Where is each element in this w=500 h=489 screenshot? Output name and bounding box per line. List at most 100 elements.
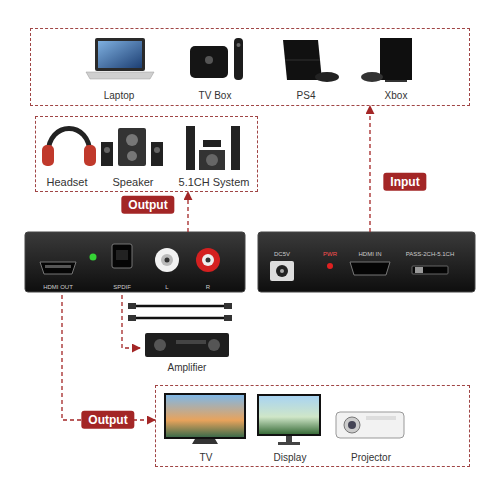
xbox-icon-part: [380, 38, 412, 80]
device-label: DC5V: [274, 251, 290, 258]
surround-system-icon-part: [206, 154, 218, 166]
label-slot: PASS-2CH-5.1CH: [406, 242, 455, 260]
ps4-icon-part: [285, 60, 320, 61]
speaker-icon-part: [151, 142, 163, 166]
converter-output-side-part: [112, 244, 132, 268]
source-group: Laptop TV Box PS4 Xbox: [30, 28, 470, 106]
projector-icon-part: [348, 421, 356, 429]
headset-icon-part: [48, 129, 90, 155]
converter-output-side-part: [45, 265, 71, 268]
edge-tag: Output: [81, 411, 134, 429]
speaker-icon-part: [127, 151, 137, 161]
optical-cable-part: [224, 315, 232, 321]
label-slot: TV: [200, 447, 213, 465]
device-label: HDMI IN: [359, 251, 382, 258]
headset-icon: [42, 129, 96, 167]
converter-output-side-part: [202, 254, 214, 266]
projector-icon-part: [344, 417, 360, 433]
projector-icon-part: [366, 416, 396, 420]
device-label: 5.1CH System: [179, 176, 250, 189]
device-label: L: [165, 284, 168, 291]
tv-box-icon-part: [205, 56, 213, 64]
label-slot: HDMI IN: [359, 242, 382, 260]
surround-system-icon-part: [203, 140, 221, 147]
optical-cable-part: [128, 303, 136, 309]
device-label: TV Box: [199, 90, 232, 102]
speaker-icon-part: [126, 134, 138, 146]
optical-cable-part: [134, 317, 226, 320]
projector-icon: [336, 412, 404, 438]
label-slot: HDMI OUT: [43, 275, 73, 293]
signal-connector: [62, 295, 155, 420]
device-label: PASS-2CH-5.1CH: [406, 251, 455, 258]
speaker-icon-part: [118, 128, 146, 166]
amplifier-icon: [145, 333, 229, 357]
surround-system-icon: [186, 126, 240, 170]
device-label: HDMI OUT: [43, 284, 73, 291]
display-icon-part: [257, 394, 321, 436]
tv-icon-part: [164, 393, 246, 439]
device-label: Laptop: [104, 90, 135, 102]
signal-connector: [122, 295, 140, 348]
ps4-icon-part: [315, 72, 339, 82]
display-icon-part: [286, 436, 292, 442]
device-label: PS4: [297, 90, 316, 102]
converter-input-side-part: [280, 269, 284, 273]
headset-icon-part: [42, 145, 54, 166]
label-slot: Speaker: [113, 172, 154, 190]
converter-input-side-part: [270, 261, 294, 281]
ps4-icon: [283, 40, 339, 82]
amplifier-icon-part: [176, 340, 206, 344]
converter-output-side-part: [90, 254, 97, 261]
edge-tag: Output: [121, 196, 174, 214]
ps4-icon-part: [283, 40, 322, 80]
tv-box-icon-part: [237, 43, 241, 47]
surround-system-icon-part: [199, 150, 225, 170]
label-slot: PS4: [297, 85, 316, 103]
tv-icon-part: [166, 395, 244, 437]
converter-input-side: [258, 232, 475, 292]
display-icon: [257, 394, 321, 445]
converter-input-side-part: [276, 265, 288, 277]
label-slot: L: [165, 275, 168, 293]
label-slot: Projector: [351, 447, 391, 465]
xbox-icon-part: [385, 80, 407, 82]
converter-input-side-part: [415, 267, 423, 273]
xbox-icon: [361, 38, 412, 82]
device-label: R: [206, 284, 210, 291]
converter-input-side-part: [258, 232, 475, 292]
tv-icon: [164, 393, 246, 444]
label-slot: 5.1CH System: [179, 172, 250, 190]
display-icon-part: [278, 442, 300, 445]
device-label: SPDIF: [113, 284, 131, 291]
optical-cable: [128, 303, 232, 321]
converter-output-panel: HDMI OUT SPDIF L R: [25, 232, 245, 295]
amplifier-icon-part: [208, 339, 220, 351]
edge-tag: Input: [383, 173, 426, 191]
converter-output-side: [25, 232, 245, 292]
converter-output-side-part: [161, 254, 173, 266]
converter-output-side-part: [155, 248, 179, 272]
label-slot: PWR: [323, 242, 337, 260]
speaker-icon-part: [104, 147, 110, 153]
converter-input-panel: DC5V PWR HDMI IN PASS-2CH-5.1CH: [258, 232, 475, 292]
headset-icon-part: [84, 145, 96, 166]
optical-cable-part: [224, 303, 232, 309]
converter-output-side-part: [25, 232, 245, 292]
converter-input-side-part: [350, 262, 390, 275]
speaker-icon-part: [101, 142, 113, 166]
video-output-group: TV Display Projector: [155, 385, 470, 467]
tv-box-icon-part: [234, 38, 243, 80]
amplifier-icon-part: [154, 339, 166, 351]
device-label: Xbox: [385, 90, 408, 102]
amplifier-icon-part: [145, 333, 229, 357]
device-label: TV: [200, 452, 213, 464]
label-slot: Amplifier: [168, 357, 207, 375]
speaker-icon-part: [154, 147, 160, 153]
laptop-icon-part: [98, 41, 142, 68]
device-label: Display: [274, 452, 307, 464]
device-label: Projector: [351, 452, 391, 464]
